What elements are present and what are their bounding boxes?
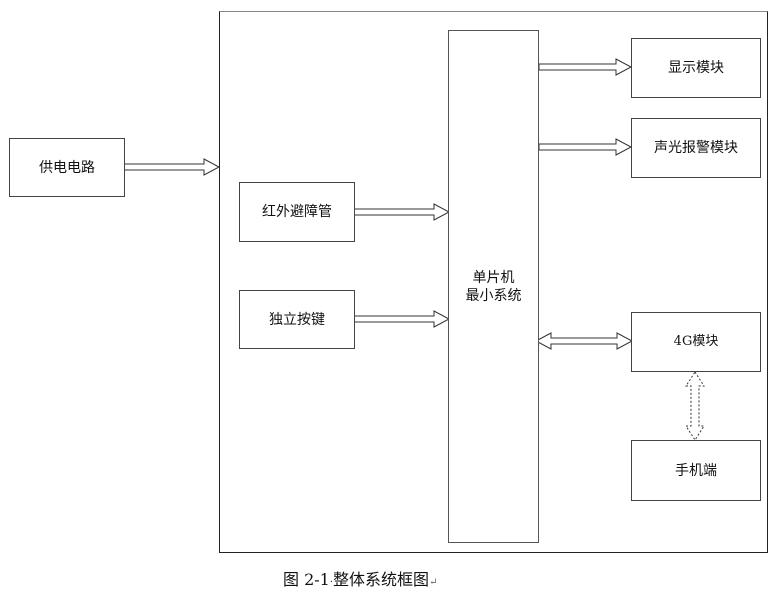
power-supply-box: 供电电路 — [9, 138, 125, 197]
arrow-ir-to-mcu — [353, 203, 451, 221]
arrow-gsm-phone-dashed — [685, 371, 705, 441]
caption-number: 图 2-1 — [283, 570, 330, 589]
ir-sensor-label: 红外避障管 — [262, 204, 332, 220]
paragraph-mark-icon: ↵ — [429, 577, 438, 588]
arrow-key-to-mcu — [353, 310, 451, 328]
system-frame — [219, 11, 768, 553]
mcu-label-line2: 最小系统 — [465, 287, 522, 304]
display-module-label: 显示模块 — [668, 60, 724, 76]
arrow-power-to-system — [123, 158, 221, 176]
power-supply-label: 供电电路 — [39, 159, 95, 176]
display-module-box: 显示模块 — [631, 38, 761, 98]
phone-box: 手机端 — [631, 440, 761, 501]
phone-label: 手机端 — [675, 462, 717, 479]
arrow-mcu-to-display — [538, 58, 633, 76]
mcu-box: 单片机 最小系统 — [448, 30, 539, 543]
arrow-mcu-to-alarm — [538, 138, 633, 156]
mcu-label-line1: 单片机 — [472, 269, 515, 286]
alarm-module-box: 声光报警模块 — [631, 118, 761, 178]
arrow-mcu-gsm-bidirectional — [534, 332, 634, 350]
figure-caption: 图 2-1·整体系统框图↵ — [283, 566, 437, 590]
gsm-module-box: 4G模块 — [631, 312, 761, 372]
caption-text: 整体系统框图 — [333, 570, 430, 589]
key-box: 独立按键 — [239, 290, 355, 349]
ir-sensor-box: 红外避障管 — [239, 182, 355, 242]
gsm-module-label: 4G模块 — [673, 334, 719, 349]
caption-separator: · — [329, 577, 334, 588]
alarm-module-label: 声光报警模块 — [654, 140, 738, 156]
key-label: 独立按键 — [269, 311, 325, 328]
